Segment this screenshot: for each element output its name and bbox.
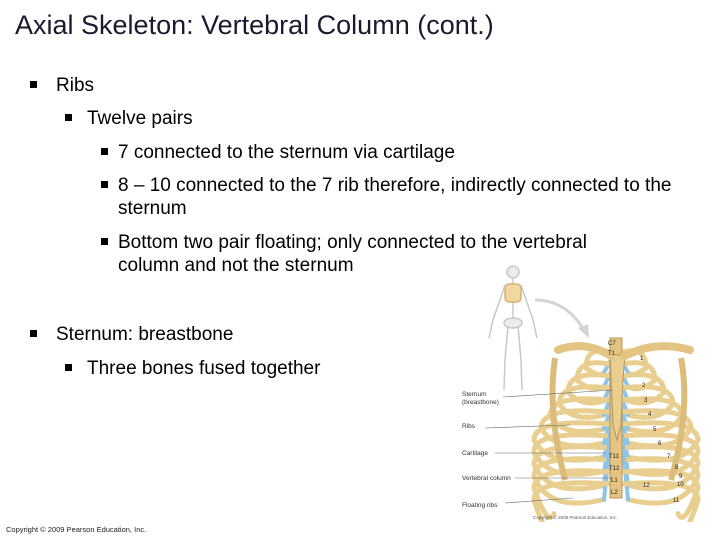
bullet-seven-connected: 7 connected to the sternum via cartilage xyxy=(101,141,681,164)
bullet-eight-ten: 8 – 10 connected to the 7 rib therefore,… xyxy=(101,174,681,220)
label-vertebral-column: Vertebral column xyxy=(462,475,511,482)
label-cartilage: Cartilage xyxy=(462,450,488,457)
bullet-three-bones: Three bones fused together xyxy=(65,357,320,380)
rib xyxy=(531,444,613,492)
skeleton-thumbnail-icon xyxy=(488,265,538,391)
rib xyxy=(619,456,701,506)
arrow-icon xyxy=(534,298,587,333)
rib-number-4: 4 xyxy=(648,412,652,418)
square-bullet-icon xyxy=(101,181,108,188)
label-ribs: Ribs xyxy=(462,423,476,430)
square-bullet-icon xyxy=(30,81,37,88)
rib-number-3: 3 xyxy=(644,398,648,404)
square-bullet-icon xyxy=(65,114,72,121)
vertebra-label-t12: T12 xyxy=(609,466,620,472)
rib-number-6: 6 xyxy=(658,441,662,447)
rib-number-12: 12 xyxy=(643,483,650,489)
rib xyxy=(619,468,701,520)
square-bullet-icon xyxy=(101,148,108,155)
rib xyxy=(531,456,613,506)
rib-number-9: 9 xyxy=(679,474,683,480)
rib-number-10: 10 xyxy=(677,482,684,488)
vertebra-label-t1: T1 xyxy=(608,351,616,357)
bullet-ribs: Ribs xyxy=(30,74,94,97)
rib xyxy=(531,468,613,520)
label-sternum: Sternum xyxy=(462,391,487,398)
vertebra-label-l2: L2 xyxy=(611,490,618,496)
copyright-text: Copyright © 2009 Pearson Education, Inc. xyxy=(6,525,147,534)
rib-cage-figure: Sternum (breastbone) Ribs Cartilage Vert… xyxy=(455,260,717,535)
square-bullet-icon xyxy=(101,238,108,245)
rib-number-2: 2 xyxy=(642,383,646,389)
figure-copyright: Copyright © 2009 Pearson Education, Inc. xyxy=(533,514,617,520)
bullet-bottom-two: Bottom two pair floating; only connected… xyxy=(101,231,641,277)
square-bullet-icon xyxy=(30,330,37,337)
label-floating-ribs: Floating ribs xyxy=(462,502,498,509)
rib xyxy=(531,432,613,477)
rib-number-5: 5 xyxy=(653,427,657,433)
vertebra-label-t11: T11 xyxy=(609,454,620,460)
slide-title: Axial Skeleton: Vertebral Column (cont.) xyxy=(15,10,494,40)
rib-number-7: 7 xyxy=(667,454,671,460)
rib xyxy=(619,432,701,477)
vertebra-label-c7: C7 xyxy=(608,341,616,347)
label-breastbone: (breastbone) xyxy=(462,399,499,406)
rib xyxy=(619,444,701,492)
bullet-sternum: Sternum: breastbone xyxy=(30,323,233,346)
square-bullet-icon xyxy=(65,364,72,371)
rib-number-11: 11 xyxy=(673,498,680,504)
rib-cage-illustration: Sternum (breastbone) Ribs Cartilage Vert… xyxy=(462,265,701,535)
rib-number-8: 8 xyxy=(675,465,679,471)
bullet-twelve-pairs: Twelve pairs xyxy=(65,107,193,130)
vertebra-label-l1: L1 xyxy=(611,478,618,484)
rib-number-1: 1 xyxy=(640,356,644,362)
rib-cage-drawing xyxy=(531,337,701,535)
